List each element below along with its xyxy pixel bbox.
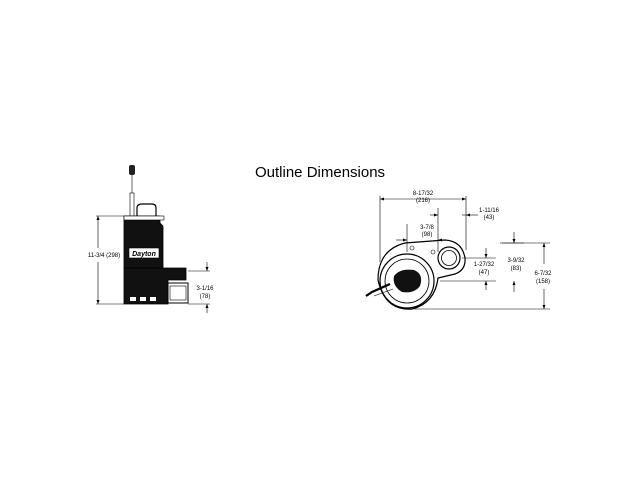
height-dimension: 11-3/4 (298) bbox=[88, 215, 124, 305]
housing-outline bbox=[377, 239, 466, 310]
motor-housing bbox=[123, 215, 164, 269]
depth-a-label: 1-27/32 bbox=[474, 262, 495, 268]
depth-c-mm-label: (158) bbox=[536, 279, 550, 285]
depth-c-label: 6-7/32 bbox=[534, 271, 552, 277]
outlet-height-label: 3-1/16 bbox=[196, 286, 214, 292]
overall-width-mm-label: (216) bbox=[416, 198, 430, 204]
brand-logo: Dayton bbox=[132, 251, 156, 258]
inlet-offset-label: 3-7/8 bbox=[420, 225, 434, 231]
depth-a-dimension: 1-27/32 (47) bbox=[440, 248, 496, 290]
top-view: 8-17/32 (216) 1-11/16 (43) 3-7/8 (98) bbox=[365, 191, 552, 310]
outlet-height-dimension: 3-1/16 (78) bbox=[188, 262, 214, 313]
depth-b-dimension: 3-9/32 (83) bbox=[502, 232, 525, 292]
outlet-offset-label: 1-11/16 bbox=[479, 208, 500, 214]
discharge-circle bbox=[437, 246, 461, 270]
inlet-offset-dimension: 3-7/8 (98) bbox=[396, 224, 446, 252]
outlet-height-mm-label: (78) bbox=[200, 294, 211, 300]
overall-width-label: 8-17/32 bbox=[413, 191, 434, 197]
depth-b-label: 3-9/32 bbox=[507, 258, 525, 264]
overall-width-dimension: 8-17/32 (216) bbox=[379, 191, 467, 262]
depth-c-dimension: 6-7/32 (158) bbox=[414, 242, 552, 310]
outlet-offset-mm-label: (43) bbox=[484, 215, 495, 221]
power-cord-top bbox=[365, 282, 391, 297]
side-view: Dayton 11-3/4 (298) 3-1/16 bbox=[88, 165, 214, 313]
outlet-offset-dimension: 1-11/16 (43) bbox=[430, 208, 500, 252]
inlet-offset-mm-label: (98) bbox=[422, 232, 433, 238]
depth-a-mm-label: (47) bbox=[479, 270, 490, 276]
motor-circle bbox=[379, 253, 435, 309]
handle bbox=[136, 203, 157, 216]
height-label: 11-3/4 (298) bbox=[88, 253, 120, 259]
power-cord bbox=[129, 165, 135, 218]
page-title: Outline Dimensions bbox=[255, 164, 386, 181]
depth-b-mm-label: (83) bbox=[511, 266, 522, 272]
